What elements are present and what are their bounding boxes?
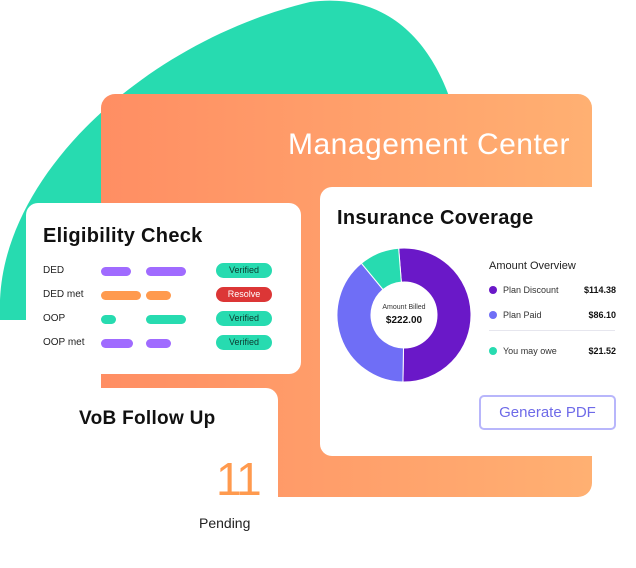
eligibility-row-oop: OOP Verified <box>43 311 293 326</box>
placeholder-bar <box>101 315 116 324</box>
placeholder-bar <box>146 267 186 276</box>
eligibility-row-ded: DED Verified <box>43 263 293 278</box>
legend-value: $86.10 <box>588 310 616 320</box>
placeholder-bar <box>101 267 131 276</box>
legend-value: $114.38 <box>583 285 616 295</box>
legend-dot-icon <box>489 311 497 319</box>
status-badge: Verified <box>216 263 272 278</box>
eligibility-check-card: Eligibility Check DED Verified DED met R… <box>26 203 301 374</box>
placeholder-bar <box>101 339 133 348</box>
placeholder-bar <box>101 291 141 300</box>
placeholder-bar <box>146 291 171 300</box>
status-badge: Verified <box>216 335 272 350</box>
amount-overview-title: Amount Overview <box>489 260 576 272</box>
legend-dot-icon <box>489 347 497 355</box>
vob-title: VoB Follow Up <box>79 408 216 429</box>
donut-center-label: Amount Billed <box>382 304 426 311</box>
status-badge[interactable]: Resolve <box>216 287 272 302</box>
pending-count: 11 <box>216 453 262 505</box>
eligibility-row-ded-met: DED met Resolve <box>43 287 293 302</box>
donut-slice-plan-discount <box>398 247 472 383</box>
legend-value: $21.52 <box>588 346 616 356</box>
donut-center-value: $222.00 <box>385 315 423 326</box>
placeholder-bar <box>146 339 171 348</box>
row-label: DED <box>43 265 65 276</box>
row-label: OOP met <box>43 337 85 348</box>
legend-you-may-owe: You may owe $21.52 <box>489 344 616 358</box>
donut-slice-you-may-owe <box>360 247 402 291</box>
generate-pdf-button[interactable]: Generate PDF <box>479 395 616 430</box>
management-center-title: Management Center <box>288 128 570 161</box>
legend-name: Plan Discount <box>503 285 559 295</box>
legend-divider <box>489 330 615 331</box>
status-badge: Verified <box>216 311 272 326</box>
legend-plan-discount: Plan Discount $114.38 <box>489 283 616 297</box>
eligibility-title: Eligibility Check <box>43 225 203 247</box>
eligibility-row-oop-met: OOP met Verified <box>43 335 293 350</box>
legend-plan-paid: Plan Paid $86.10 <box>489 308 616 322</box>
legend-name: Plan Paid <box>503 310 542 320</box>
donut-slice-plan-paid <box>336 262 404 383</box>
row-label: DED met <box>43 289 84 300</box>
insurance-coverage-card: Insurance Coverage Amount Billed $222.00… <box>320 187 620 456</box>
pending-label: Pending <box>199 515 251 531</box>
insurance-title: Insurance Coverage <box>337 207 534 229</box>
row-label: OOP <box>43 313 66 324</box>
legend-name: You may owe <box>503 346 557 356</box>
legend-dot-icon <box>489 286 497 294</box>
vob-follow-up-card: VoB Follow Up 11 Pending <box>62 388 278 568</box>
amount-donut-chart <box>336 247 472 383</box>
placeholder-bar <box>146 315 186 324</box>
